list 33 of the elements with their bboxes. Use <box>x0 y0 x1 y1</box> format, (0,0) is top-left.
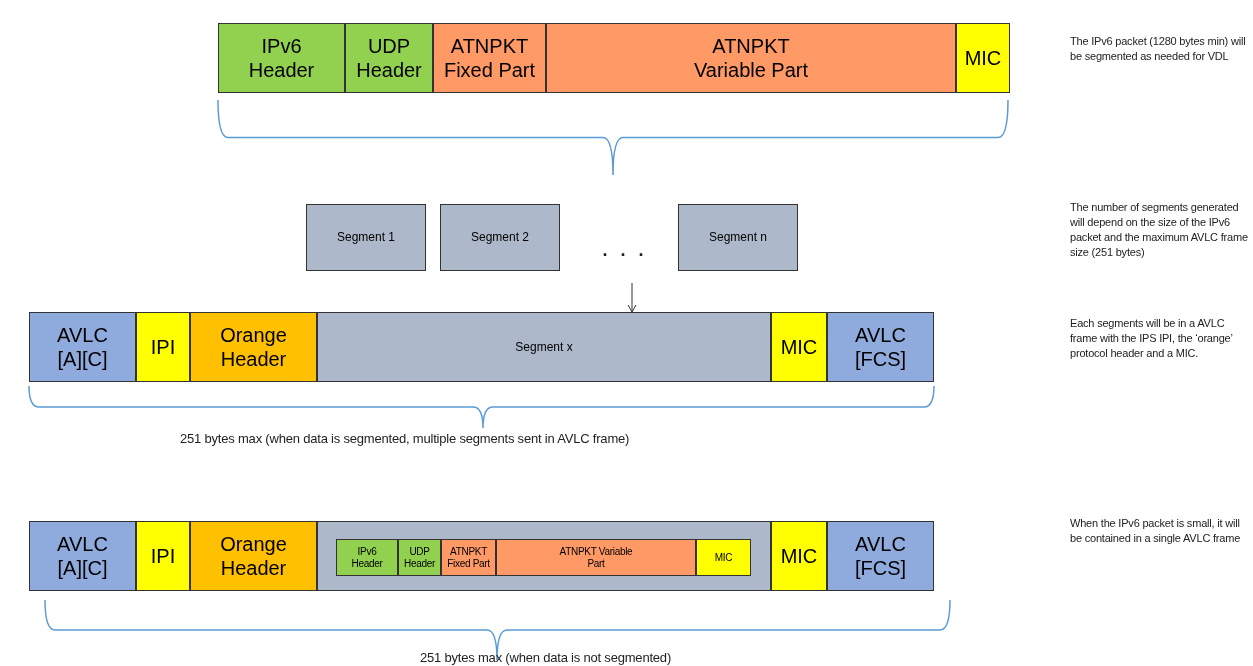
ellipsis: . . . <box>601 239 649 262</box>
packet-field: ATNPKT Fixed Part <box>441 539 496 576</box>
segment-box: Segment 1 <box>306 204 426 271</box>
mic-field: MIC <box>771 521 827 591</box>
size-caption: 251 bytes max (when data is segmented, multiple segments sent in AVLC frame) <box>180 430 631 448</box>
header-field: Orange Header <box>190 521 317 591</box>
note-text: The number of segments generated will depend on the size of the IPv6 packet and the maximum AVLC frame size (251 bytes) <box>1070 200 1249 260</box>
packet-field: ATNPKT Variable Part <box>496 539 696 576</box>
packet-field: ATNPKT Variable Part <box>546 23 956 93</box>
note-text: Each segments will be in a AVLC frame with the IPS IPI, the ‘orange’ protocol header and a MIC. <box>1070 316 1234 361</box>
frame-field: AVLC [A][C] <box>29 521 136 591</box>
segment-box: Segment 2 <box>440 204 560 271</box>
note-text: The IPv6 packet (1280 bytes min) will be segmented as needed for VDL <box>1070 34 1247 64</box>
arrow <box>627 282 637 313</box>
header-field: Orange Header <box>190 312 317 382</box>
segment-box: Segment n <box>678 204 798 271</box>
mic-field: MIC <box>956 23 1010 93</box>
mic-field: MIC <box>696 539 751 576</box>
header-field: IPv6 Header <box>336 539 398 576</box>
header-field: IPv6 Header <box>218 23 345 93</box>
payload-field <box>317 521 771 591</box>
note-text: When the IPv6 packet is small, it will be contained in a single AVLC frame <box>1070 516 1242 546</box>
mic-field: MIC <box>771 312 827 382</box>
frame-field: AVLC [FCS] <box>827 312 934 382</box>
frame-field: AVLC [FCS] <box>827 521 934 591</box>
header-field: UDP Header <box>398 539 441 576</box>
segment-field: Segment x <box>317 312 771 382</box>
header-field: UDP Header <box>345 23 433 93</box>
frame-field: IPI <box>136 521 190 591</box>
packet-field: ATNPKT Fixed Part <box>433 23 546 93</box>
frame-field: IPI <box>136 312 190 382</box>
frame-field: AVLC [A][C] <box>29 312 136 382</box>
size-caption: 251 bytes max (when data is not segmented) <box>420 649 673 666</box>
